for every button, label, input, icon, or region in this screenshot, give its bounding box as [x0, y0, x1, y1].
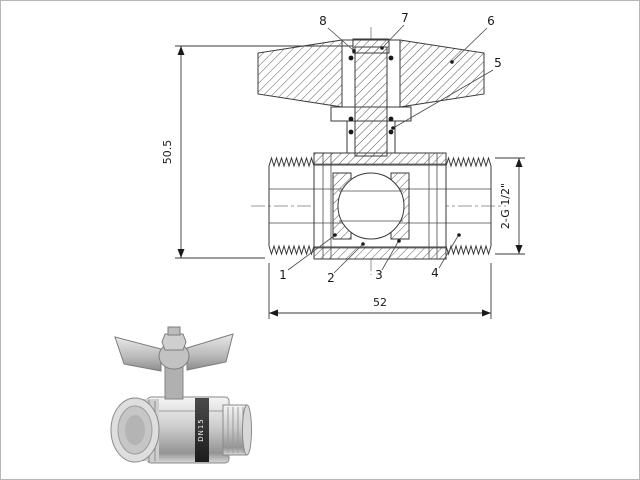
oring-upper-left	[348, 116, 354, 122]
body-detail-lines	[313, 153, 447, 259]
photo-body-mark: DN15	[197, 418, 205, 442]
callout-8-label: 8	[319, 14, 327, 28]
stem	[354, 46, 388, 157]
photo-thread-left	[110, 397, 160, 463]
callout-6-label: 6	[487, 14, 495, 28]
valve-cross-section	[257, 38, 492, 260]
stem-assembly	[348, 38, 394, 157]
thread-right	[445, 156, 492, 256]
callout-7: 7	[380, 11, 409, 50]
callout-8: 8	[319, 14, 356, 53]
dimension-thread: 2-G 1/2"	[495, 157, 525, 255]
callout-3: 3	[375, 239, 401, 282]
callout-7-label: 7	[401, 11, 409, 25]
thread-left	[268, 156, 315, 256]
callout-1-label: 1	[279, 268, 287, 282]
callout-3-label: 3	[375, 268, 383, 282]
oring-upper-right	[388, 116, 394, 122]
callout-4: 4	[431, 233, 461, 280]
callout-5: 5	[391, 56, 502, 130]
dimension-width-label: 52	[373, 296, 387, 309]
photo-wing-right	[186, 333, 234, 371]
photo-wing-left	[114, 336, 162, 372]
photo-nut-cap	[167, 326, 181, 336]
photo-stem	[164, 366, 184, 400]
dimension-height: 50.5	[161, 45, 353, 259]
dimension-height-label: 50.5	[161, 140, 174, 165]
callout-6: 6	[450, 14, 495, 64]
handle-wing-left	[257, 39, 343, 108]
oring-lower-right	[388, 129, 394, 135]
photo-handle	[114, 326, 234, 400]
photo-label-band: DN15	[195, 398, 209, 462]
oring-lower-left	[348, 129, 354, 135]
valve-photo: DN15	[110, 326, 252, 464]
callout-4-label: 4	[431, 266, 439, 280]
dimension-width: 52	[268, 263, 492, 319]
ball	[337, 172, 405, 240]
section-hatch	[313, 152, 447, 260]
washer-left	[348, 55, 354, 61]
callout-1: 1	[279, 233, 337, 282]
photo-thread-right	[222, 404, 252, 456]
callout-2-label: 2	[327, 271, 335, 285]
washer-right	[388, 55, 394, 61]
handle-wings	[257, 39, 485, 108]
callout-2: 2	[327, 242, 365, 285]
handle-wing-right	[399, 39, 485, 108]
photo-nut	[161, 333, 187, 351]
dimension-thread-label: 2-G 1/2"	[499, 183, 512, 229]
callout-5-label: 5	[494, 56, 502, 70]
